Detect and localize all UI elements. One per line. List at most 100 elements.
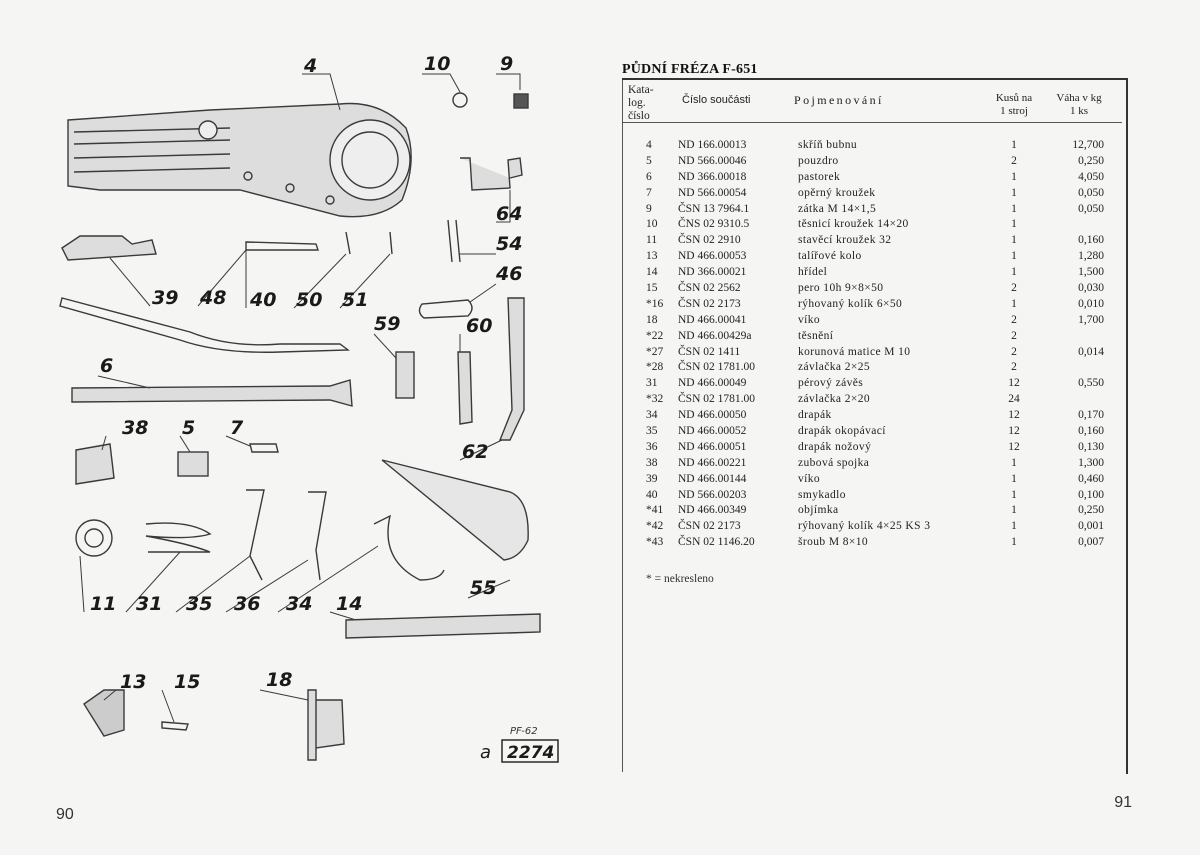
part-46-link-plate — [418, 299, 473, 319]
catalog-number-cell: *32 — [646, 393, 664, 406]
part-13-bevel-wheel — [83, 689, 125, 737]
part-4-drum-housing — [67, 102, 412, 218]
quantity-cell: 2 — [1011, 345, 1017, 358]
catalog-number-cell: *27 — [646, 345, 664, 358]
part-number-cell: ND 166.00013 — [678, 139, 747, 151]
name-cell: rýhovaný kolík 4×25 KS 3 — [798, 520, 931, 533]
quantity-cell: 12 — [1008, 409, 1020, 422]
callout-62: 62 — [462, 441, 488, 463]
callout-13: 13 — [120, 671, 146, 693]
catalog-number-cell: 10 — [646, 218, 658, 231]
name-cell: hřídel — [798, 266, 828, 279]
callout-38: 38 — [122, 417, 148, 439]
callout-51: 51 — [342, 289, 368, 311]
name-cell: rýhovaný kolík 6×50 — [798, 297, 903, 310]
name-cell: drapák okopávací — [798, 425, 886, 438]
quantity-cell: 2 — [1011, 282, 1017, 295]
weight-cell: 1,700 — [1078, 313, 1104, 326]
part-55-plate — [381, 459, 529, 561]
callout-60: 60 — [466, 315, 492, 337]
part-39-cover — [61, 235, 157, 261]
weight-cell: 0,250 — [1078, 504, 1104, 517]
name-cell: drapák nožový — [798, 440, 872, 453]
weight-cell: 0,250 — [1078, 154, 1104, 167]
part-number-cell: ČSN 02 2910 — [678, 234, 741, 247]
part-number-cell: ND 566.00046 — [678, 154, 747, 167]
catalog-number-cell: *42 — [646, 520, 664, 533]
page-number-left: 90 — [56, 806, 74, 823]
name-cell: víko — [798, 472, 821, 485]
part-number-cell: ND 566.00054 — [678, 186, 747, 199]
name-cell: talířové kolo — [798, 250, 862, 263]
weight-cell: 12,700 — [1072, 139, 1104, 151]
quantity-cell: 1 — [1011, 234, 1017, 247]
part-6-pinion-shaft — [71, 379, 353, 407]
weight-cell: 0,460 — [1078, 472, 1104, 485]
exploded-parts-diagram: 4 10 9 64 54 46 39 48 40 50 51 59 60 6 3… — [59, 53, 559, 763]
catalog-number-cell: 18 — [646, 313, 658, 326]
stamp-reference: PF-62 — [510, 726, 538, 737]
part-number-cell: ND 466.00053 — [678, 250, 747, 263]
table-frame-left-rule — [622, 80, 623, 772]
callout-31: 31 — [136, 593, 162, 615]
quantity-cell: 1 — [1011, 297, 1017, 310]
catalog-number-cell: 11 — [646, 234, 658, 247]
catalog-number-cell: 6 — [646, 170, 652, 183]
weight-cell: 0,050 — [1078, 202, 1104, 215]
part-number-cell: ČSN 02 1411 — [678, 345, 741, 358]
catalog-number-cell: 39 — [646, 472, 658, 485]
callout-39: 39 — [152, 287, 178, 309]
part-number-cell: ND 466.00052 — [678, 425, 747, 438]
quantity-cell: 1 — [1011, 170, 1017, 183]
page-number-right: 91 — [1114, 794, 1132, 811]
callout-9: 9 — [500, 53, 513, 75]
part-number-cell: ND 566.00203 — [678, 488, 747, 501]
quantity-cell: 2 — [1011, 329, 1017, 342]
stamp-letter: a — [480, 742, 491, 763]
catalog-number-cell: 34 — [646, 409, 658, 422]
part-number-cell: ND 366.00018 — [678, 170, 747, 183]
header-name: Pojmenování — [794, 93, 884, 107]
callout-36: 36 — [234, 593, 260, 615]
stamp-code: 2274 — [507, 743, 554, 763]
part-number-cell: ND 466.00051 — [678, 440, 747, 453]
part-60-bracket — [457, 351, 473, 425]
part-number-cell: ND 466.00144 — [678, 472, 747, 485]
part-number-cell: ND 466.00041 — [678, 313, 747, 326]
name-cell: zubová spojka — [798, 456, 870, 469]
callout-46: 46 — [495, 263, 522, 285]
catalog-number-cell: 7 — [646, 186, 652, 199]
part-51-small-part — [389, 231, 393, 255]
quantity-cell: 1 — [1011, 218, 1017, 231]
header-weight: Váha v kg 1 ks — [1056, 92, 1102, 117]
part-number-cell: ČSN 02 2173 — [678, 520, 741, 533]
callout-34: 34 — [286, 593, 312, 615]
callout-15: 15 — [174, 671, 200, 693]
weight-cell: 0,050 — [1078, 186, 1104, 199]
weight-cell: 0,160 — [1078, 234, 1104, 247]
part-40-skid — [245, 241, 319, 251]
part-number-cell: ND 466.00221 — [678, 456, 747, 469]
part-number-cell: ND 466.00429a — [678, 329, 752, 342]
part-18-cover — [307, 689, 345, 761]
part-5-bushing — [177, 451, 209, 477]
part-number-cell: ND 466.00049 — [678, 377, 747, 390]
callout-54: 54 — [496, 233, 522, 255]
name-cell: objímka — [798, 504, 839, 517]
table-frame — [622, 78, 1128, 774]
name-cell: zátka M 14×1,5 — [798, 202, 877, 215]
name-cell: opěrný kroužek — [798, 186, 876, 199]
catalog-number-cell: 14 — [646, 266, 658, 279]
